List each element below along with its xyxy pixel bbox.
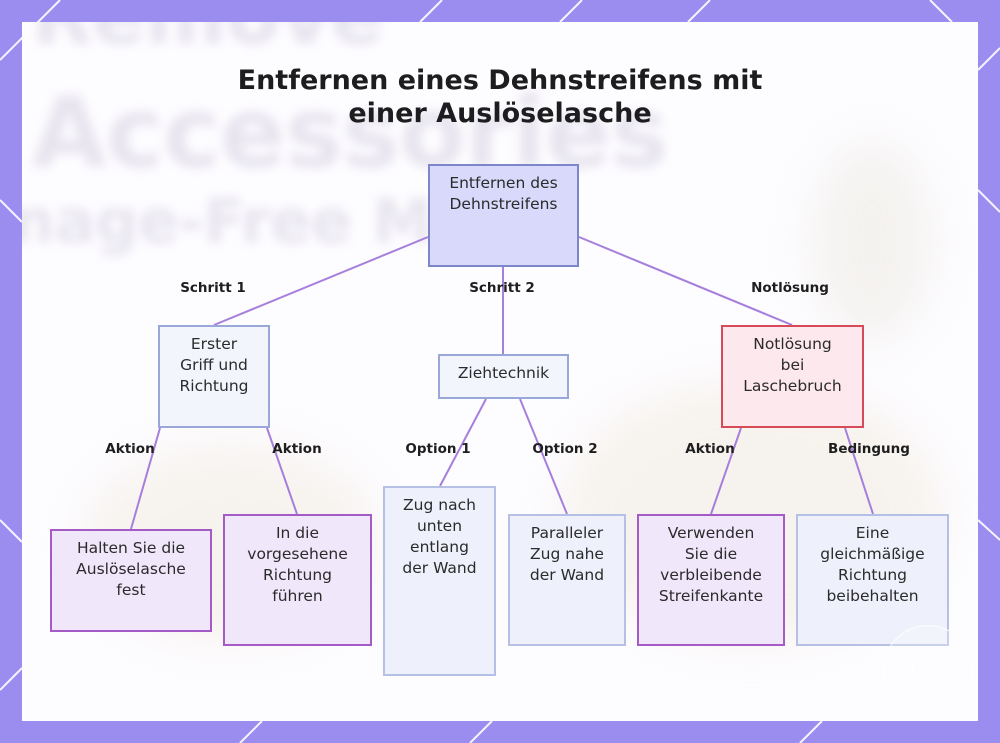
node-emergency: Notlösung bei Laschebruch <box>721 325 864 428</box>
edge-label-aktion: Aktion <box>272 441 321 457</box>
node-parallel-pull: Paralleler Zug nahe der Wand <box>508 514 626 646</box>
edge-label-schritt2: Schritt 2 <box>469 280 535 296</box>
watermark-badge-inner <box>912 654 944 686</box>
node-guide-direction: In die vorgesehene Richtung führen <box>223 514 372 646</box>
edge-root-step1 <box>214 237 428 325</box>
watermark-badge-icon <box>883 625 973 715</box>
node-step1: Erster Griff und Richtung <box>158 325 270 428</box>
node-step2: Ziehtechnik <box>438 354 569 399</box>
edge-label-option1: Option 1 <box>405 441 470 457</box>
node-root: Entfernen des Dehnstreifens <box>428 164 579 267</box>
edge-label-bedingung: Bedingung <box>828 441 910 457</box>
edge-label-aktion: Aktion <box>105 441 154 457</box>
edge-label-option2: Option 2 <box>532 441 597 457</box>
node-hold-tab: Halten Sie die Auslöselasche fest <box>50 529 212 632</box>
edge-label-schritt1: Schritt 1 <box>180 280 246 296</box>
edge-label-notloesung: Notlösung <box>751 280 829 296</box>
node-pull-down: Zug nach unten entlang der Wand <box>383 486 496 676</box>
edge-label-aktion: Aktion <box>685 441 734 457</box>
node-use-edge: Verwenden Sie die verbleibende Streifenk… <box>637 514 785 646</box>
